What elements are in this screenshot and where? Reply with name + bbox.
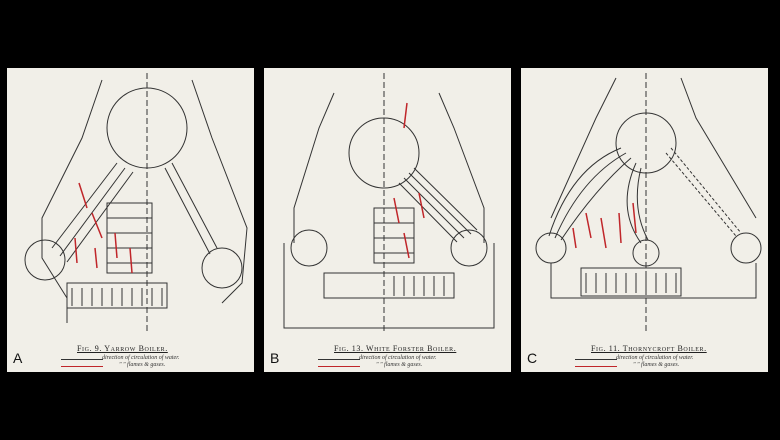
flame-arrows xyxy=(74,182,133,274)
figure-caption: Fig. 9. Yarrow Boiler. xyxy=(77,344,168,353)
yarrow-boiler-drawing xyxy=(24,73,248,333)
right-water-drum xyxy=(730,232,762,264)
legend-water-label: direction of circulation of water. xyxy=(616,355,694,361)
left-water-drum xyxy=(535,232,567,264)
curved-tube-bank xyxy=(548,147,649,244)
base-frame xyxy=(550,263,757,299)
right-tube-bank xyxy=(164,162,218,255)
figure-panel-thornycroft: C Fig. 11. Thornycroft Boiler. direction… xyxy=(521,68,768,372)
legend-water-line xyxy=(318,359,360,360)
panel-letter: A xyxy=(13,350,23,366)
legend-flame-line xyxy=(61,366,103,367)
panel-letter: B xyxy=(270,350,280,366)
figure-caption: Fig. 13. White Forster Boiler. xyxy=(334,344,457,353)
legend-flame-line xyxy=(575,366,617,367)
left-water-drum xyxy=(290,229,328,267)
grate xyxy=(323,272,455,299)
legend-water-label: direction of circulation of water. xyxy=(102,355,180,361)
left-water-drum xyxy=(24,239,66,281)
legend-water-line xyxy=(61,359,103,360)
right-water-drum xyxy=(450,229,488,267)
legend-flame-label: " " flames & gases. xyxy=(119,362,166,368)
brick-courses xyxy=(107,217,152,264)
flame-arrows xyxy=(393,102,425,259)
legend-flame-line xyxy=(318,366,360,367)
casing xyxy=(293,92,485,243)
white-forster-boiler-drawing xyxy=(283,73,495,333)
firebrick-wall xyxy=(373,207,415,264)
tube-bank xyxy=(398,167,478,243)
legend-water-label: direction of circulation of water. xyxy=(359,355,437,361)
grate xyxy=(66,282,168,309)
left-casing xyxy=(41,79,103,323)
legend-flame-label: " " flames & gases. xyxy=(633,362,680,368)
base-frame xyxy=(283,243,495,329)
figure-panel-white-forster: B Fig. 13. White Forster Boiler. directi… xyxy=(264,68,511,372)
casing xyxy=(550,77,757,219)
legend-water-line xyxy=(575,359,617,360)
figure-panel-yarrow: A Fig. 9. Yarrow Boiler. direction of ci… xyxy=(7,68,254,372)
left-tube-bank xyxy=(51,162,134,263)
figure-caption: Fig. 11. Thornycroft Boiler. xyxy=(591,344,707,353)
right-water-drum xyxy=(201,247,243,289)
thornycroft-boiler-drawing xyxy=(535,73,762,333)
legend-flame-label: " " flames & gases. xyxy=(376,362,423,368)
dashed-tubes xyxy=(665,147,742,237)
firebrick-wall xyxy=(106,202,153,274)
right-casing xyxy=(191,79,248,304)
panel-letter: C xyxy=(527,350,538,366)
flame-arrows xyxy=(572,202,637,249)
grate xyxy=(580,267,682,297)
